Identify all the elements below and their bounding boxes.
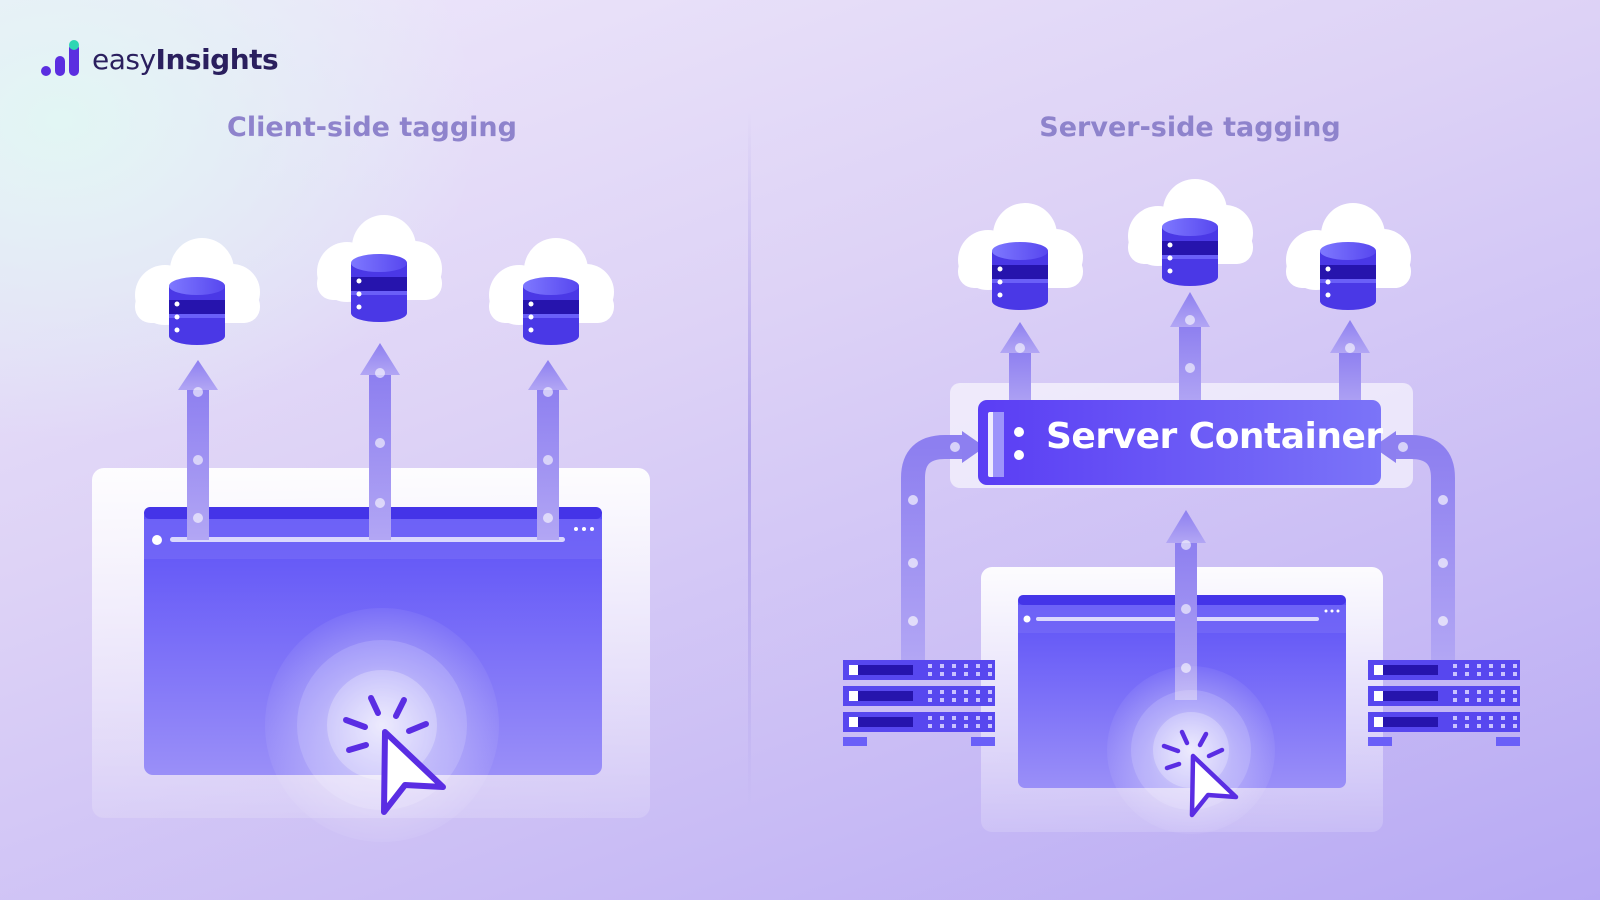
cursor-click-icon <box>1161 729 1225 771</box>
brand-name-light: easy <box>92 42 156 76</box>
cursor-pointer-icon <box>1189 753 1239 818</box>
server-rack-icon <box>843 660 995 746</box>
server-side-title: Server-side tagging <box>1039 112 1341 143</box>
cursor-click-icon <box>343 695 429 753</box>
panel-divider <box>748 110 751 810</box>
right-rack-flow-arrow <box>1393 435 1455 660</box>
cloud-database-icon <box>135 238 260 345</box>
client-side-title: Client-side tagging <box>227 112 517 143</box>
cloud-database-icon <box>1128 179 1253 286</box>
cloud-database-icon <box>317 215 442 322</box>
cursor-pointer-icon <box>381 729 446 815</box>
upload-arrow-icon <box>1166 510 1206 700</box>
server-container-label: Server Container <box>1046 416 1383 457</box>
brand-logo: easyInsights <box>40 38 279 80</box>
brand-wordmark: easyInsights <box>92 42 279 76</box>
cloud-database-icon <box>489 238 614 345</box>
server-container-box <box>978 400 1381 485</box>
cloud-database-icon <box>958 203 1083 310</box>
cloud-database-icon <box>1286 203 1411 310</box>
bar-chart-logo-icon <box>41 40 79 76</box>
server-rack-icon <box>1368 660 1520 746</box>
brand-name-bold: Insights <box>155 42 279 76</box>
left-rack-flow-arrow <box>901 435 965 660</box>
